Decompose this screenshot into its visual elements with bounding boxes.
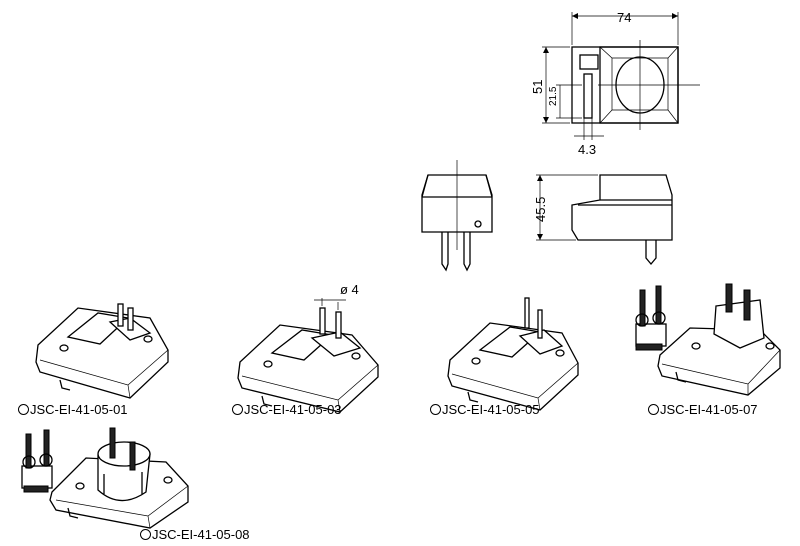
ring-marker: [232, 404, 243, 415]
dim-pin-diameter: ø 4: [340, 282, 359, 297]
model-caption-08: JSC-EI-41-05-08: [140, 527, 250, 542]
adapter-07-drawing: [635, 283, 781, 396]
model-label: JSC-EI-41-05-08: [152, 527, 250, 542]
ring-marker: [430, 404, 441, 415]
dim-width-74: 74: [617, 10, 631, 25]
ring-marker: [140, 529, 151, 540]
model-caption-05: JSC-EI-41-05-05: [430, 402, 540, 417]
side-view: [536, 174, 673, 266]
adapter-05-drawing: [447, 297, 579, 411]
ring-marker: [648, 404, 659, 415]
dim-depth-45-5: 45.5: [533, 197, 548, 222]
dim-pin-4-3: 4.3: [578, 142, 596, 157]
adapter-03-drawing: [237, 298, 379, 413]
model-caption-01: JSC-EI-41-05-01: [18, 402, 128, 417]
model-label: JSC-EI-41-05-01: [30, 402, 128, 417]
model-label: JSC-EI-41-05-03: [244, 402, 342, 417]
ring-marker: [18, 404, 29, 415]
dim-height-21-5: 21.5: [548, 86, 559, 106]
adapter-01-drawing: [35, 303, 169, 399]
model-caption-03: JSC-EI-41-05-03: [232, 402, 342, 417]
model-caption-07: JSC-EI-41-05-07: [648, 402, 758, 417]
dim-height-51: 51: [530, 80, 545, 94]
model-label: JSC-EI-41-05-07: [660, 402, 758, 417]
top-view: [542, 12, 700, 140]
adapter-08-drawing: [21, 427, 189, 529]
model-label: JSC-EI-41-05-05: [442, 402, 540, 417]
front-view: [421, 160, 493, 272]
